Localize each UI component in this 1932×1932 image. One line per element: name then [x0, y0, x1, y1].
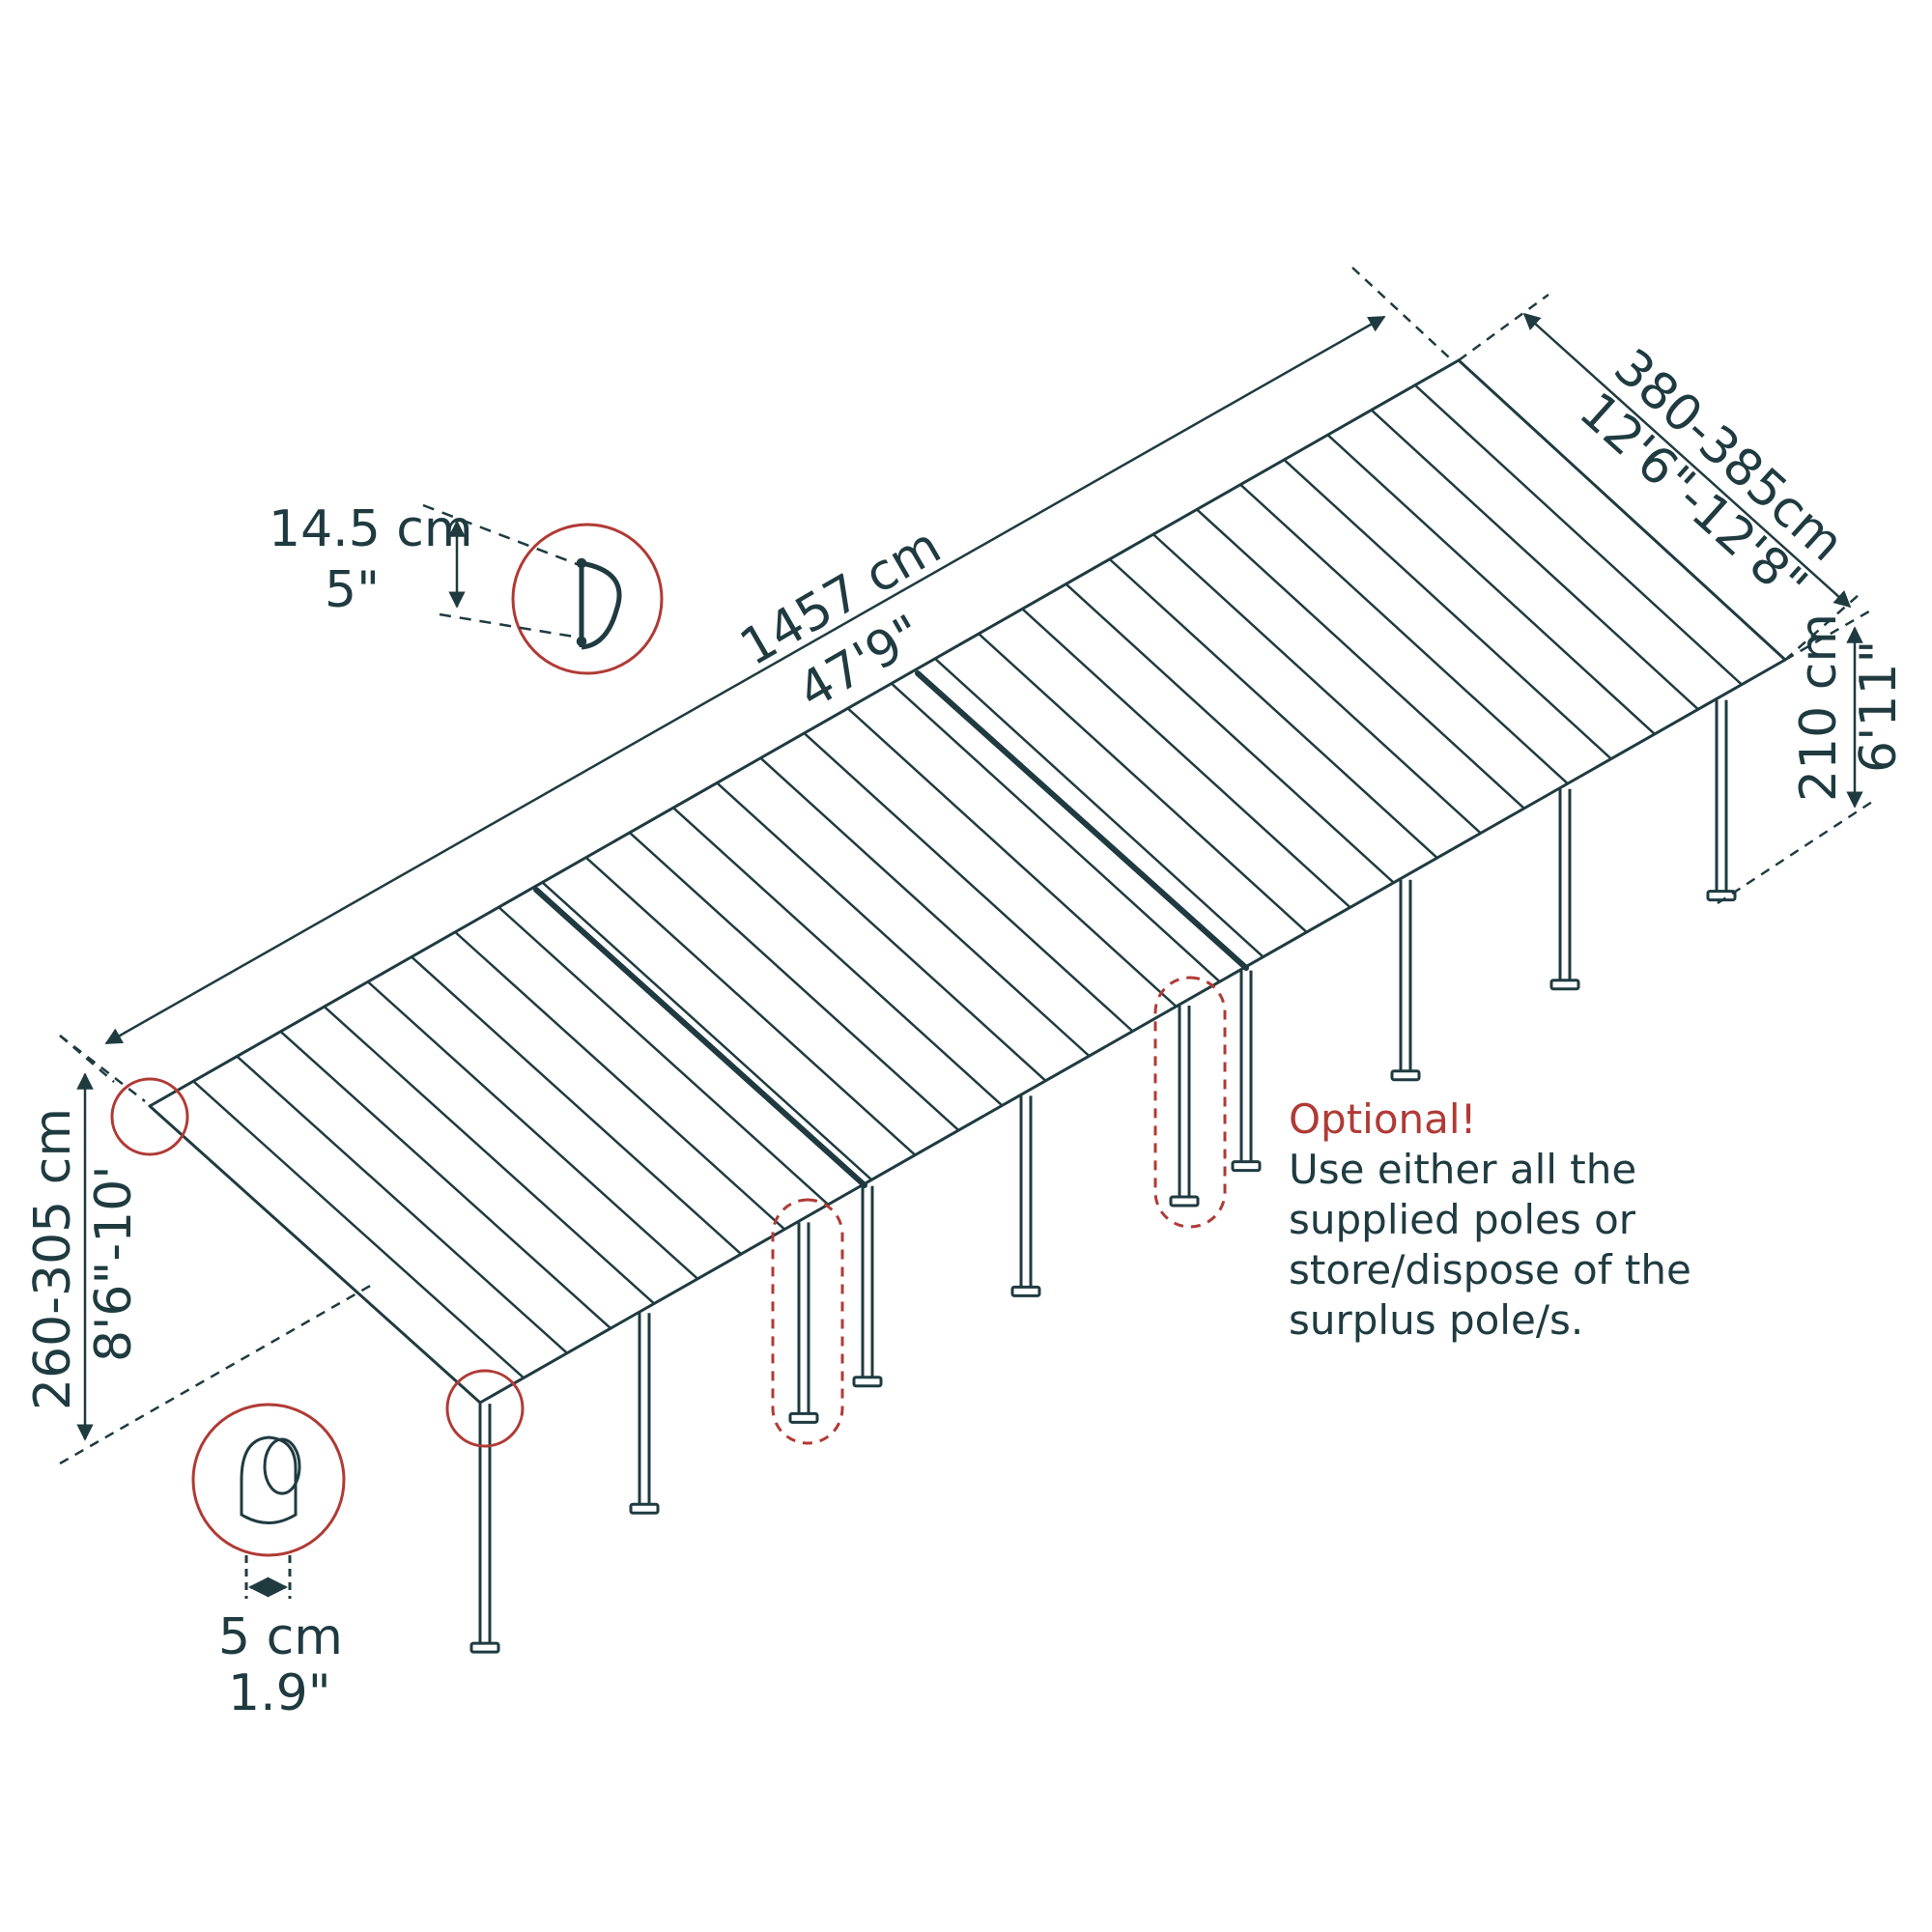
pole-foot — [1549, 979, 1580, 991]
connector-beam-2 — [915, 670, 1249, 971]
panel-line — [759, 756, 1091, 1058]
left-corner-circle — [110, 1077, 189, 1156]
pole-foot — [469, 1641, 500, 1654]
pole-in-label: 1.9" — [228, 1664, 331, 1722]
panel-line — [977, 632, 1308, 934]
optional-note-line-2: supplied poles or — [1289, 1196, 1636, 1243]
panel-line — [1238, 483, 1570, 785]
profile-cm-label: 14.5 cm — [269, 500, 473, 558]
pole-detail-circle — [191, 1403, 346, 1557]
panel-line — [453, 930, 786, 1231]
panel-line — [191, 1080, 526, 1379]
pole-foot — [1390, 1069, 1421, 1082]
panel-line — [584, 856, 917, 1156]
panel-line — [541, 881, 873, 1181]
pole-foot — [1169, 1195, 1200, 1208]
panel-line — [236, 1055, 569, 1354]
front-corner-circle — [445, 1369, 525, 1448]
back-height-cm-label: 210 cm — [1790, 613, 1848, 802]
panel-line — [715, 781, 1047, 1083]
panel-line — [410, 955, 743, 1256]
pole — [1549, 788, 1580, 991]
back-height-ft-label: 6'11" — [1850, 640, 1908, 773]
front-height-dimension — [59, 1035, 373, 1465]
optional-note-line-1: Use either all the — [1289, 1146, 1636, 1193]
optional-note-line-3: store/dispose of the — [1289, 1246, 1691, 1293]
corner-detail-circles — [110, 1077, 525, 1448]
pole-foot — [788, 1411, 819, 1424]
panel-line — [1326, 433, 1657, 736]
panel-line — [1283, 458, 1613, 760]
optional-note-title: Optional! — [1289, 1095, 1476, 1143]
pole-foot — [629, 1502, 660, 1515]
pole-cm-label: 5 cm — [218, 1608, 343, 1666]
panel-line — [497, 905, 830, 1207]
connector-beam-1 — [533, 887, 867, 1188]
pole-foot — [1706, 890, 1737, 902]
panel-line — [1151, 532, 1483, 835]
front-height-ft-label: 8'6"-10' — [85, 1165, 143, 1362]
pole — [788, 1222, 819, 1424]
panel-line — [803, 731, 1134, 1033]
panel-line — [933, 657, 1264, 958]
left-side-rail — [148, 1104, 482, 1405]
optional-pole-highlights — [771, 976, 1227, 1445]
panel-line — [890, 682, 1221, 983]
width-dimension — [1458, 293, 1861, 661]
panel-line — [1065, 582, 1395, 884]
profile-shape-icon — [579, 560, 622, 650]
profile-detail — [422, 503, 664, 675]
back-height-dimension — [1717, 607, 1875, 905]
panel-line — [279, 1030, 612, 1330]
panel-line — [628, 831, 960, 1132]
panel-line — [1021, 608, 1351, 909]
panel-line — [1108, 557, 1438, 860]
pole — [852, 1185, 883, 1388]
panel-line — [1195, 508, 1526, 810]
pole-foot — [852, 1376, 883, 1388]
pole-detail — [191, 1403, 346, 1599]
pole — [1706, 699, 1737, 902]
panel-line — [366, 980, 699, 1281]
pole — [1231, 970, 1262, 1173]
pole — [469, 1404, 500, 1654]
pole-foot — [1010, 1285, 1041, 1297]
pole — [1169, 1006, 1200, 1208]
profile-detail-circle — [511, 523, 664, 675]
pole — [1390, 879, 1421, 1082]
pole-foot — [1231, 1160, 1262, 1173]
optional-pole-marker-1 — [771, 1198, 844, 1445]
pole — [629, 1313, 660, 1515]
optional-note-line-4: surplus pole/s. — [1289, 1296, 1583, 1344]
panel-line — [323, 1005, 656, 1305]
profile-in-label: 5" — [325, 561, 380, 619]
front-height-cm-label: 260-305 cm — [24, 1108, 82, 1410]
pole — [1010, 1095, 1041, 1297]
pole-bracket-icon — [240, 1435, 298, 1524]
